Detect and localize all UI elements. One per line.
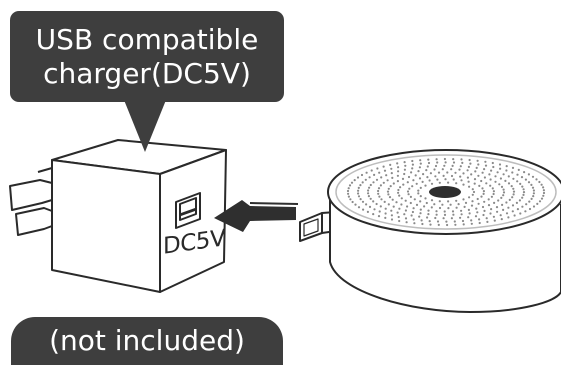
- speaker-icon: [327, 149, 561, 314]
- speaker-grille: [346, 157, 546, 227]
- usb-port-icon: [175, 192, 201, 229]
- speaker-center-button: [429, 186, 461, 198]
- not-included-note: (not included): [11, 317, 283, 365]
- charger-callout: USB compatible charger(DC5V): [10, 11, 284, 102]
- callout-line-2: charger(DC5V): [43, 57, 251, 90]
- insert-arrow-icon: [214, 200, 299, 232]
- callout-line-1: USB compatible: [35, 23, 259, 56]
- callout-pointer: [124, 100, 166, 152]
